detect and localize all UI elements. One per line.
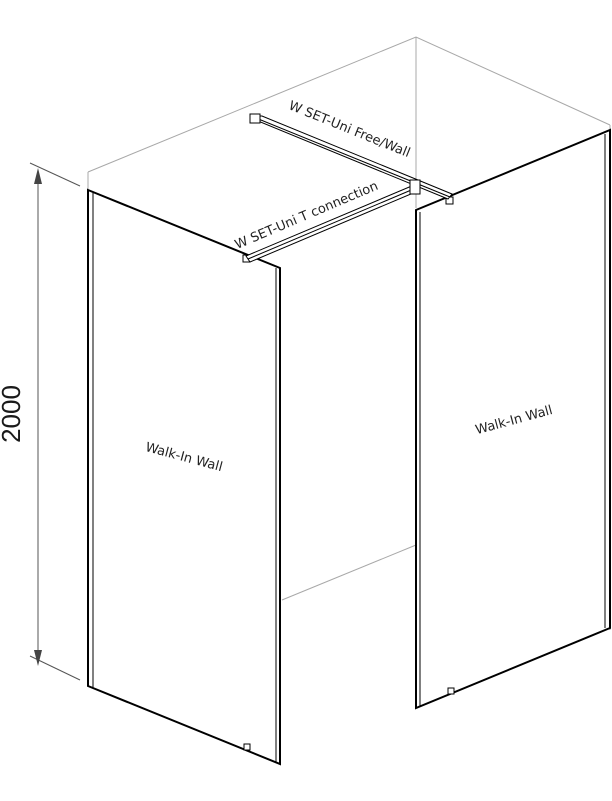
right-panel-glass [415, 128, 611, 710]
height-dimension-label: 2000 [0, 385, 26, 443]
dimension-arrow-bottom [34, 650, 42, 666]
t-junction-connector [409, 179, 421, 195]
dimension-extension-top [29, 162, 81, 187]
left-panel-floor-clip [243, 743, 251, 751]
left-panel [87, 188, 281, 766]
right-panel [415, 128, 611, 710]
t-connection-bar-highlight [247, 187, 417, 260]
room-floor-back-edge [281, 544, 417, 601]
dimension-arrow-top [34, 168, 42, 184]
right-panel-floor-clip [447, 687, 455, 695]
stabiliser-bars [245, 113, 453, 263]
left-panel-glass [87, 188, 281, 766]
height-dimension [29, 162, 81, 681]
free-wall-bar-wall-mount [249, 113, 261, 124]
